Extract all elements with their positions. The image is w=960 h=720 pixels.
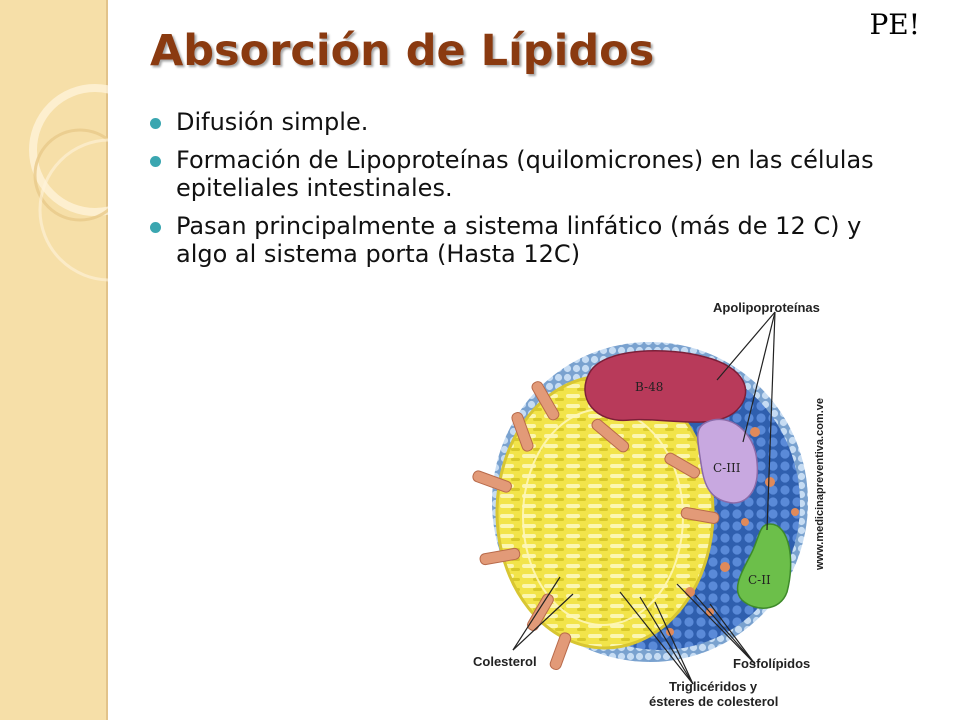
apoprotein-b48 (584, 350, 747, 423)
protein-label-c2: C-II (748, 573, 771, 587)
label-triglycerides-line2: ésteres de colesterol (649, 694, 778, 709)
slide-title: Absorción de Lípidos (150, 26, 655, 76)
bullet-item: Formación de Lipoproteínas (quilomicrone… (148, 146, 918, 202)
corner-tag: PE! (869, 8, 920, 41)
protein-label-b48: B-48 (635, 380, 663, 394)
lipid-core-inner (522, 408, 684, 626)
callout-lines (512, 311, 776, 685)
apoprotein-c3 (696, 418, 759, 504)
label-cholesterol: Colesterol (473, 654, 537, 669)
label-phospholipids: Fosfolípidos (733, 656, 810, 671)
chylomicron-diagram: B-48 C-III C-II Apolipoproteínas www.med… (472, 300, 826, 709)
label-apolipoproteins: Apolipoproteínas (713, 300, 820, 315)
cholesterol-rods (472, 381, 720, 670)
protein-label-c3: C-III (713, 461, 741, 475)
bullet-list: Difusión simple. Formación de Lipoproteí… (148, 108, 918, 278)
decorative-circles (29, 84, 108, 282)
label-triglycerides-line1: Triglicéridos y (669, 679, 758, 694)
bullet-item: Pasan principalmente a sistema linfático… (148, 212, 918, 268)
decorative-side-strip (0, 0, 108, 720)
apoprotein-c2 (736, 523, 792, 609)
label-website: www.medicinapreventiva.com.ve (814, 398, 826, 571)
bullet-item: Difusión simple. (148, 108, 918, 136)
